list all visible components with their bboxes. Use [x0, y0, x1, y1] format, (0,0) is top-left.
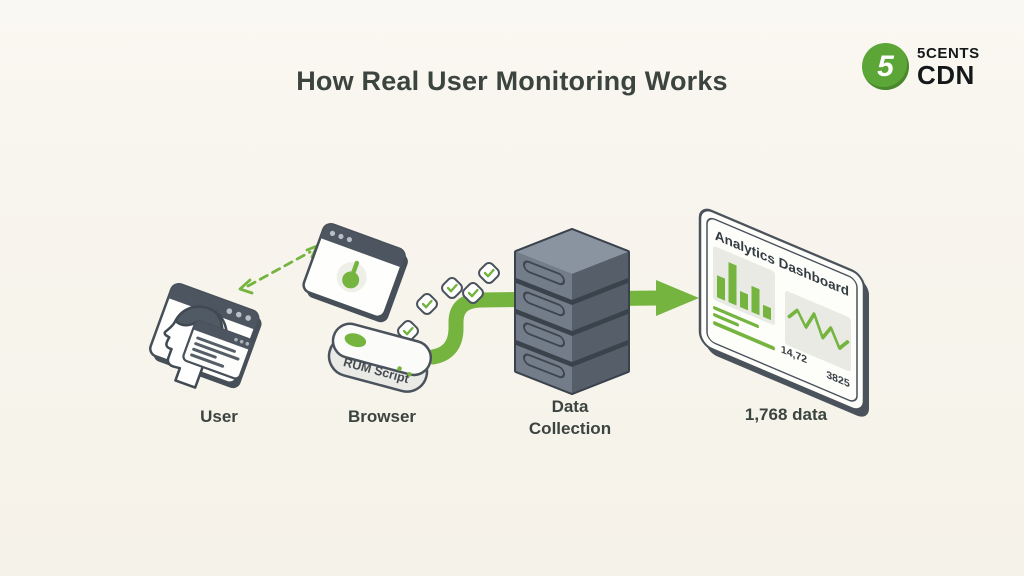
dashboard-text-lines [713, 306, 775, 351]
logo-text-top: 5CENTS [917, 44, 980, 62]
user-icon [149, 283, 262, 389]
chip-led-icon [344, 333, 367, 348]
logo-text-bottom: CDN [917, 59, 975, 90]
logo-circle-icon: 5 [862, 43, 909, 90]
data-collection-label-line2: Collection [528, 419, 612, 439]
server-stack-icon [514, 228, 630, 395]
check-badge-icon [475, 259, 503, 287]
data-collection-label: Data Collection [505, 396, 635, 440]
user-label: User [200, 407, 238, 426]
check-badge-icon [413, 290, 441, 318]
content-card-icon [182, 320, 253, 380]
bar-chart-icon [717, 262, 771, 321]
data-collection-label-line1: Data [551, 397, 589, 416]
window-titlebar [168, 284, 259, 330]
analytics-dashboard-icon: Analytics Dashboard 14,72 3825 [698, 208, 869, 417]
logo-wordmark: 5CENTS CDN [917, 46, 980, 88]
arrowhead-to-user-icon [238, 278, 254, 295]
browser-icon [302, 223, 408, 323]
dashboard-caption: 1,768 data [744, 405, 828, 424]
line-chart-panel [785, 291, 851, 372]
window-dots-icon [226, 308, 251, 321]
brand-logo: 5 5CENTS CDN [862, 43, 980, 90]
browser-label: Browser [347, 407, 417, 426]
page-title: How Real User Monitoring Works [296, 66, 728, 96]
arrowhead-to-dashboard-icon [656, 280, 699, 316]
rum-script-chip: RUM Script [327, 322, 433, 393]
gauge-icon [336, 260, 367, 293]
check-badge-icon [438, 274, 466, 302]
window-dots-icon [329, 230, 353, 243]
line-chart-icon [787, 308, 850, 351]
